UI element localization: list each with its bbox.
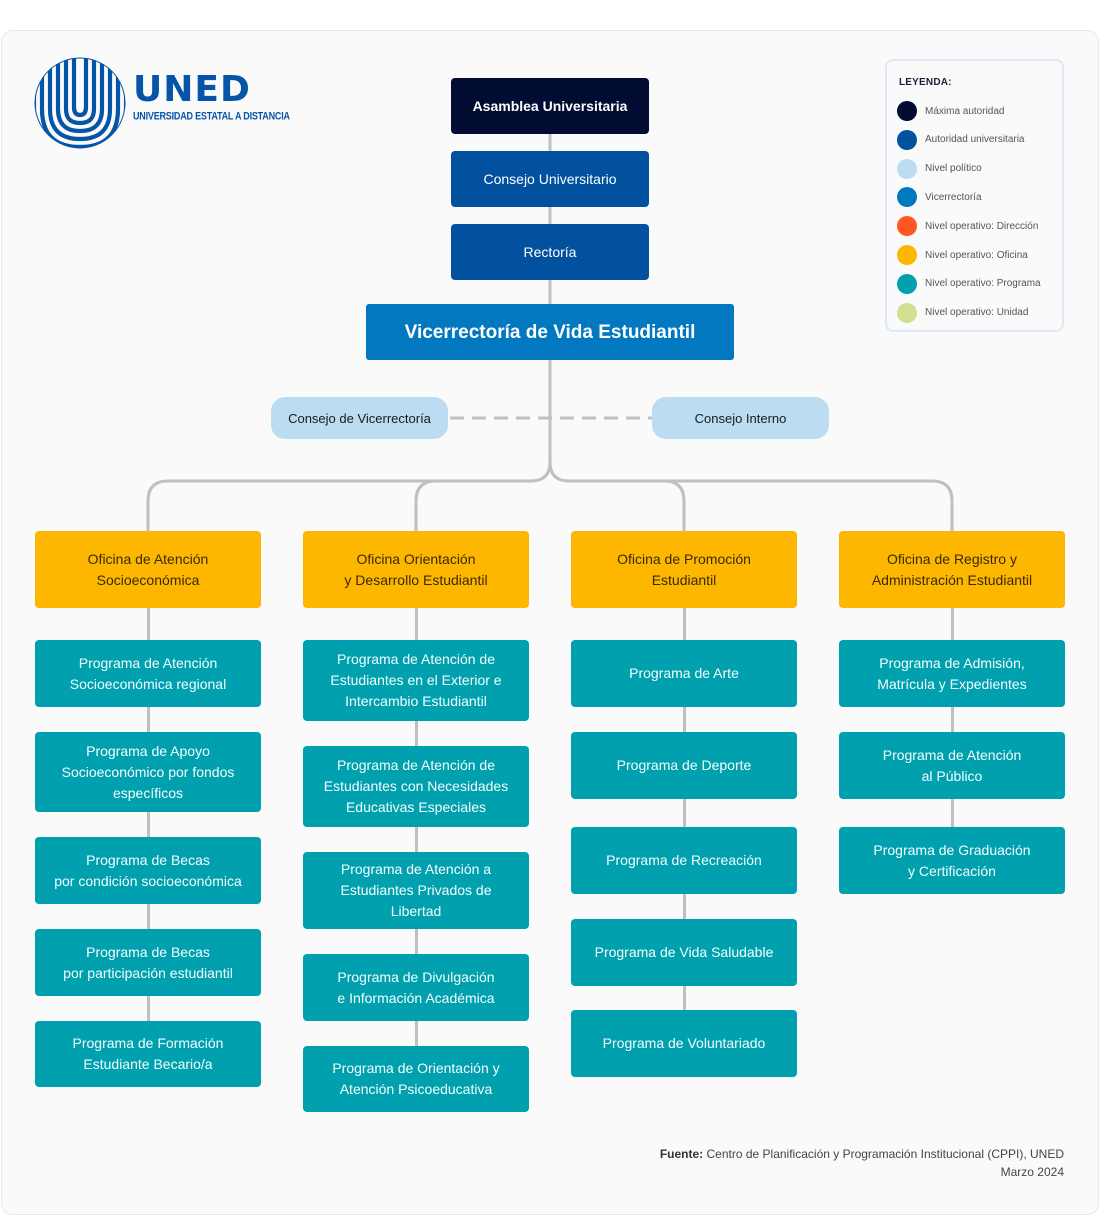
program-node[interactable]: Programa de Atención al Público (839, 732, 1065, 799)
office-node[interactable]: Oficina de Atención Socioeconómica (35, 531, 261, 608)
legend-color-swatch (897, 245, 917, 265)
uned-emblem-icon (34, 57, 126, 149)
office-node[interactable]: Oficina de Registro y Administración Est… (839, 531, 1065, 608)
program-label: Programa de Recreación (606, 852, 762, 868)
legend-color-swatch (897, 129, 917, 150)
office-node[interactable]: Oficina de Promoción Estudiantil (571, 531, 797, 608)
program-node[interactable]: Programa de Deporte (571, 732, 797, 799)
program-label: Programa de Atención a Estudiantes Priva… (340, 861, 492, 919)
program-label: Programa de Orientación y Atención Psico… (332, 1060, 500, 1097)
node-consejo-universitario[interactable]: Consejo Universitario (451, 151, 649, 207)
program-node[interactable]: Programa de Admisión, Matrícula y Expedi… (839, 640, 1065, 707)
logo-title: UNED (133, 69, 251, 110)
program-label: Programa de Apoyo Socioeconómico por fon… (61, 742, 235, 801)
legend-label: Nivel político (925, 163, 982, 175)
legend-item: Nivel operativo: Programa (897, 273, 1041, 294)
office-label: Oficina Orientación y Desarrollo Estudia… (344, 550, 488, 588)
logo-subtitle: UNIVERSIDAD ESTATAL A DISTANCIA (133, 110, 290, 122)
program-node[interactable]: Programa de Atención de Estudiantes en e… (303, 640, 529, 721)
node-label: Consejo Interno (694, 410, 787, 426)
node-vicerrectoria-vida-estudiantil[interactable]: Vicerrectoría de Vida Estudiantil (366, 304, 734, 360)
office-label: Oficina de Promoción Estudiantil (617, 550, 751, 588)
program-label: Programa de Vida Saludable (594, 944, 774, 960)
legend-color-swatch (897, 101, 917, 121)
office-label: Oficina de Atención Socioeconómica (87, 550, 209, 588)
legend-title: LEYENDA: (899, 77, 952, 88)
program-label: Programa de Arte (629, 665, 739, 681)
program-node[interactable]: Programa de Atención de Estudiantes con … (303, 746, 529, 827)
legend-label: Máxima autoridad (925, 105, 1005, 117)
program-node[interactable]: Programa de Arte (571, 640, 797, 707)
source-text: Centro de Planificación y Programación I… (703, 1147, 1065, 1161)
program-label: Programa de Voluntariado (602, 1035, 766, 1051)
legend-label: Vicerrectoría (925, 191, 982, 203)
program-node[interactable]: Programa de Atención Socioeconómica regi… (35, 640, 261, 707)
node-consejo-vicerrectoria[interactable]: Consejo de Vicerrectoría (271, 397, 448, 439)
legend-label: Nivel operativo: Oficina (925, 249, 1028, 261)
source-note: Fuente: Centro de Planificación y Progra… (660, 1145, 1064, 1181)
node-consejo-interno[interactable]: Consejo Interno (652, 397, 829, 439)
program-node[interactable]: Programa de Becas por participación estu… (35, 929, 261, 996)
node-label: Asamblea Universitaria (472, 97, 628, 114)
node-asamblea-universitaria[interactable]: Asamblea Universitaria (451, 78, 649, 134)
program-node[interactable]: Programa de Recreación (571, 827, 797, 894)
legend-label: Nivel operativo: Unidad (925, 307, 1029, 319)
legend-item: Vicerrectoría (897, 187, 982, 208)
legend-label: Nivel operativo: Programa (925, 278, 1041, 290)
node-rectoria[interactable]: Rectoría (451, 224, 649, 280)
node-label: Consejo Universitario (483, 170, 617, 187)
program-node[interactable]: Programa de Atención a Estudiantes Priva… (303, 852, 529, 929)
program-label: Programa de Admisión, Matrícula y Expedi… (877, 654, 1027, 692)
legend-item: Nivel operativo: Unidad (897, 302, 1029, 323)
program-label: Programa de Atención al Público (882, 746, 1022, 784)
legend-item: Autoridad universitaria (897, 129, 1025, 150)
program-label: Programa de Atención de Estudiantes con … (323, 757, 509, 815)
program-label: Programa de Deporte (616, 757, 752, 773)
node-label: Rectoría (523, 243, 577, 260)
program-label: Programa de Atención Socioeconómica regi… (69, 654, 227, 692)
program-node[interactable]: Programa de Graduación y Certificación (839, 827, 1065, 894)
legend-label: Autoridad universitaria (925, 134, 1025, 146)
legend-color-swatch (897, 273, 917, 294)
program-node[interactable]: Programa de Becas por condición socioeco… (35, 837, 261, 904)
node-label: Consejo de Vicerrectoría (288, 410, 431, 426)
legend-item: Nivel operativo: Dirección (897, 216, 1039, 237)
program-node[interactable]: Programa de Formación Estudiante Becario… (35, 1021, 261, 1087)
office-node[interactable]: Oficina Orientación y Desarrollo Estudia… (303, 531, 529, 608)
source-label: Fuente: (659, 1147, 704, 1161)
program-label: Programa de Atención de Estudiantes en e… (330, 651, 502, 709)
program-node[interactable]: Programa de Vida Saludable (571, 919, 797, 986)
legend-item: Nivel operativo: Oficina (897, 245, 1028, 265)
legend-item: Máxima autoridad (897, 101, 1004, 121)
legend-item: Nivel político (897, 158, 982, 179)
legend-color-swatch (897, 187, 917, 208)
legend-color-swatch (897, 158, 917, 179)
program-node[interactable]: Programa de Divulgación e Información Ac… (303, 954, 529, 1021)
legend-color-swatch (897, 302, 917, 323)
program-node[interactable]: Programa de Orientación y Atención Psico… (303, 1046, 529, 1112)
source-date: Marzo 2024 (1000, 1165, 1064, 1179)
office-label: Oficina de Registro y Administración Est… (871, 550, 1033, 588)
program-node[interactable]: Programa de Voluntariado (571, 1010, 797, 1077)
program-label: Programa de Formación Estudiante Becario… (72, 1035, 224, 1072)
program-node[interactable]: Programa de Apoyo Socioeconómico por fon… (35, 732, 261, 812)
legend-label: Nivel operativo: Dirección (925, 220, 1039, 232)
node-label: Vicerrectoría de Vida Estudiantil (404, 321, 696, 343)
program-label: Programa de Divulgación e Información Ac… (337, 968, 495, 1006)
legend-color-swatch (897, 216, 917, 237)
program-label: Programa de Graduación y Certificación (873, 841, 1031, 879)
program-label: Programa de Becas por participación estu… (63, 943, 233, 981)
program-label: Programa de Becas por condición socioeco… (54, 851, 242, 889)
